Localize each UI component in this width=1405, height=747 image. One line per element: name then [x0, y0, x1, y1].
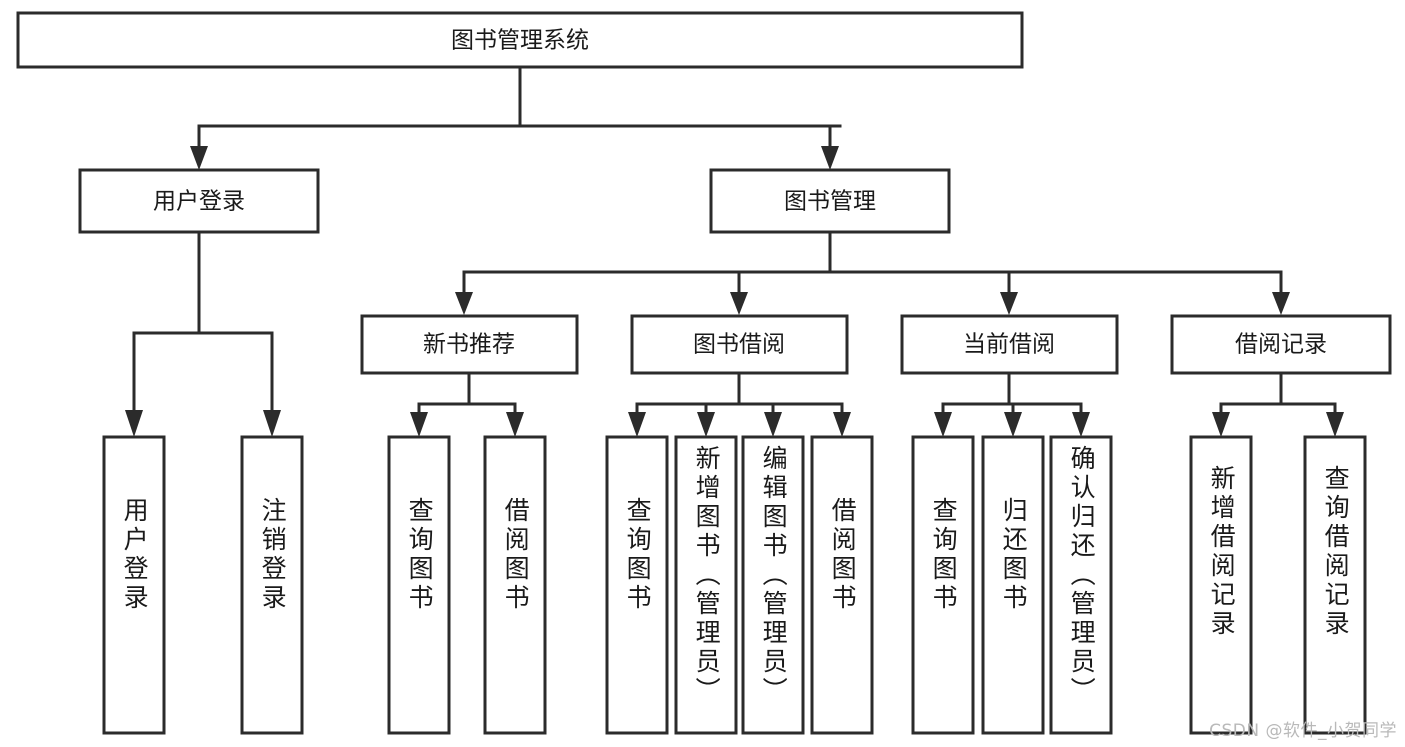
node-book-manage[interactable]: 图书管理: [709, 168, 951, 234]
node-new-book-recommend-label: 新书推荐: [423, 332, 515, 358]
node-user-login-label: 用户登录: [153, 189, 245, 215]
node-root-system-label: 图书管理系统: [451, 28, 589, 54]
leaf-box-user-login[interactable]: [102, 435, 166, 735]
leaf-box-query-book-2[interactable]: [605, 435, 669, 735]
leaf-box-query-record[interactable]: [1303, 435, 1367, 735]
csdn-watermark: CSDN @软件_小贺同学: [1209, 721, 1397, 741]
node-borrow-record[interactable]: 借阅记录: [1170, 314, 1392, 375]
leaf-box-query-book-3[interactable]: [911, 435, 975, 735]
leaf-box-borrow-book-1[interactable]: [483, 435, 547, 735]
leaf-box-confirm-return[interactable]: [1049, 435, 1113, 735]
node-current-borrow[interactable]: 当前借阅: [900, 314, 1119, 375]
leaf-box-add-record[interactable]: [1189, 435, 1253, 735]
node-root-system[interactable]: 图书管理系统: [16, 11, 1024, 69]
node-user-login[interactable]: 用户登录: [78, 168, 320, 234]
connector-borrowrecord-to-leaves: [1212, 371, 1344, 437]
leaf-box-query-book-1[interactable]: [387, 435, 451, 735]
connector-root-to-level2: [190, 65, 842, 170]
leaf-box-borrow-book-2[interactable]: [810, 435, 874, 735]
node-current-borrow-label: 当前借阅: [963, 332, 1055, 358]
connector-bookmanage-to-level3: [455, 230, 1290, 315]
leaf-box-return-book[interactable]: [981, 435, 1045, 735]
node-borrow-record-label: 借阅记录: [1235, 332, 1327, 358]
connector-bookborrow-to-leaves: [628, 371, 851, 437]
node-book-borrow-label: 图书借阅: [693, 332, 785, 358]
node-new-book-recommend[interactable]: 新书推荐: [360, 314, 579, 375]
connector-newbook-to-leaves: [410, 371, 524, 437]
leaf-box-logout-login[interactable]: [240, 435, 304, 735]
leaf-box-edit-book[interactable]: [741, 435, 805, 735]
node-book-manage-label: 图书管理: [784, 189, 876, 215]
connector-currentborrow-to-leaves: [934, 371, 1090, 437]
node-book-borrow[interactable]: 图书借阅: [630, 314, 849, 375]
leaf-box-add-book[interactable]: [674, 435, 738, 735]
connector-userlogin-to-leaves: [125, 230, 281, 437]
